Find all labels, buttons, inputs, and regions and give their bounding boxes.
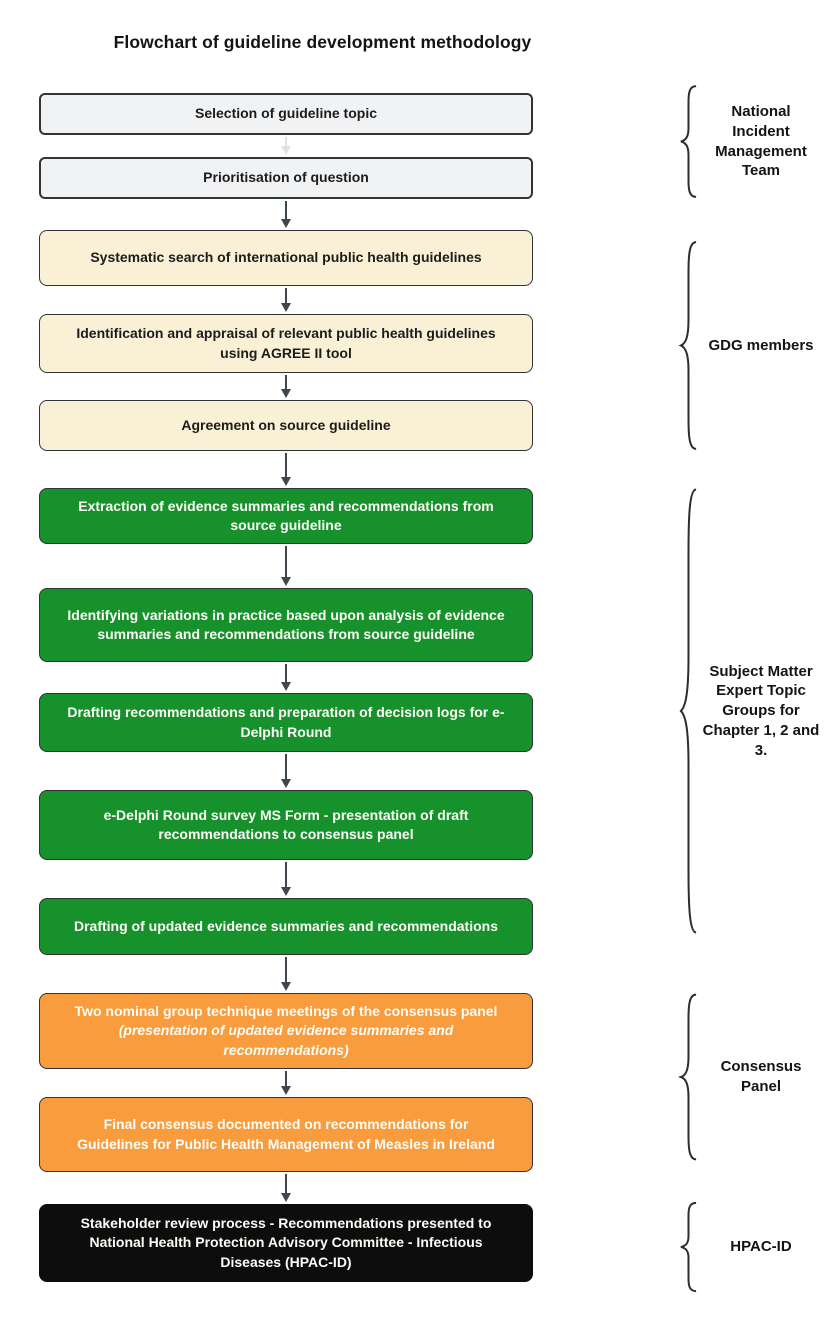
flow-arrow xyxy=(281,375,291,398)
flow-box-identification-appraisal: Identification and appraisal of relevant… xyxy=(39,314,533,373)
flow-box-label: Final consensus documented on recommenda… xyxy=(77,1116,495,1152)
group-label-text: Subject Matter Expert Topic Groups for C… xyxy=(702,662,820,759)
flow-box-nominal-group-meetings: Two nominal group technique meetings of … xyxy=(39,993,533,1069)
group-label-sme: Subject Matter Expert Topic Groups for C… xyxy=(702,485,820,937)
flow-box-agreement-source: Agreement on source guideline xyxy=(39,400,533,451)
page-title: Flowchart of guideline development metho… xyxy=(113,32,532,52)
flow-box-prioritisation: Prioritisation of question xyxy=(39,157,533,199)
flow-arrow xyxy=(281,862,291,896)
flow-box-stakeholder-review: Stakeholder review process - Recommendat… xyxy=(39,1204,533,1282)
group-label-text: National Incident Management Team xyxy=(715,102,807,180)
flow-box-label: Drafting of updated evidence summaries a… xyxy=(74,917,498,934)
flow-box-systematic-search: Systematic search of international publi… xyxy=(39,230,533,286)
flow-arrow xyxy=(281,1174,291,1202)
group-label-gdg: GDG members xyxy=(702,240,820,451)
flow-box-final-consensus: Final consensus documented on recommenda… xyxy=(39,1097,533,1172)
group-brace-hpac xyxy=(679,1202,698,1292)
flow-box-label: Systematic search of international publi… xyxy=(90,249,482,266)
flow-box-edelphi-survey: e-Delphi Round survey MS Form - presenta… xyxy=(39,790,533,860)
group-label-nimt: National Incident Management Team xyxy=(702,85,820,198)
flow-box-label: Drafting recommendations and preparation… xyxy=(67,704,505,740)
flow-box-label: Identification and appraisal of relevant… xyxy=(76,325,496,361)
flow-box-label-italic: (presentation of updated evidence summar… xyxy=(118,1022,454,1058)
flow-box-label: Extraction of evidence summaries and rec… xyxy=(78,497,494,533)
flow-box-label: Agreement on source guideline xyxy=(181,416,391,433)
group-brace-sme xyxy=(679,485,698,937)
group-brace-consensus xyxy=(679,993,698,1161)
flow-box-label: Prioritisation of question xyxy=(203,169,369,186)
group-label-consensus: Consensus Panel xyxy=(702,993,820,1161)
group-label-text: HPAC-ID xyxy=(730,1238,792,1256)
flow-arrow xyxy=(281,957,291,991)
flow-box-identifying-variations: Identifying variations in practice based… xyxy=(39,588,533,662)
flow-arrow xyxy=(281,754,291,788)
flow-box-label: Stakeholder review process - Recommendat… xyxy=(80,1215,492,1270)
flow-box-label: e-Delphi Round survey MS Form - presenta… xyxy=(103,806,469,842)
group-label-text: GDG members xyxy=(708,336,814,354)
group-brace-gdg xyxy=(679,240,698,451)
flow-arrow xyxy=(281,546,291,586)
group-label-text: Consensus Panel xyxy=(720,1058,802,1095)
group-brace-nimt xyxy=(679,85,698,198)
flow-arrow xyxy=(281,664,291,691)
flow-arrow xyxy=(281,288,291,312)
flow-box-drafting-updated: Drafting of updated evidence summaries a… xyxy=(39,898,533,955)
flow-box-label: Selection of guideline topic xyxy=(194,105,377,122)
flow-arrow xyxy=(281,1071,291,1095)
flow-arrow-faint xyxy=(281,137,291,155)
flow-box-extraction-evidence: Extraction of evidence summaries and rec… xyxy=(39,488,533,544)
flow-box-label: Two nominal group technique meetings of … xyxy=(66,1002,506,1060)
group-label-hpac: HPAC-ID xyxy=(702,1202,820,1292)
flow-box-label-normal: Two nominal group technique meetings of … xyxy=(74,1003,498,1020)
flow-box-label: Identifying variations in practice based… xyxy=(67,606,505,642)
flow-arrow xyxy=(281,453,291,486)
flow-arrow xyxy=(281,201,291,228)
flow-box-selection-of-topic: Selection of guideline topic xyxy=(39,93,533,135)
flow-box-drafting-recommendations: Drafting recommendations and preparation… xyxy=(39,693,533,752)
